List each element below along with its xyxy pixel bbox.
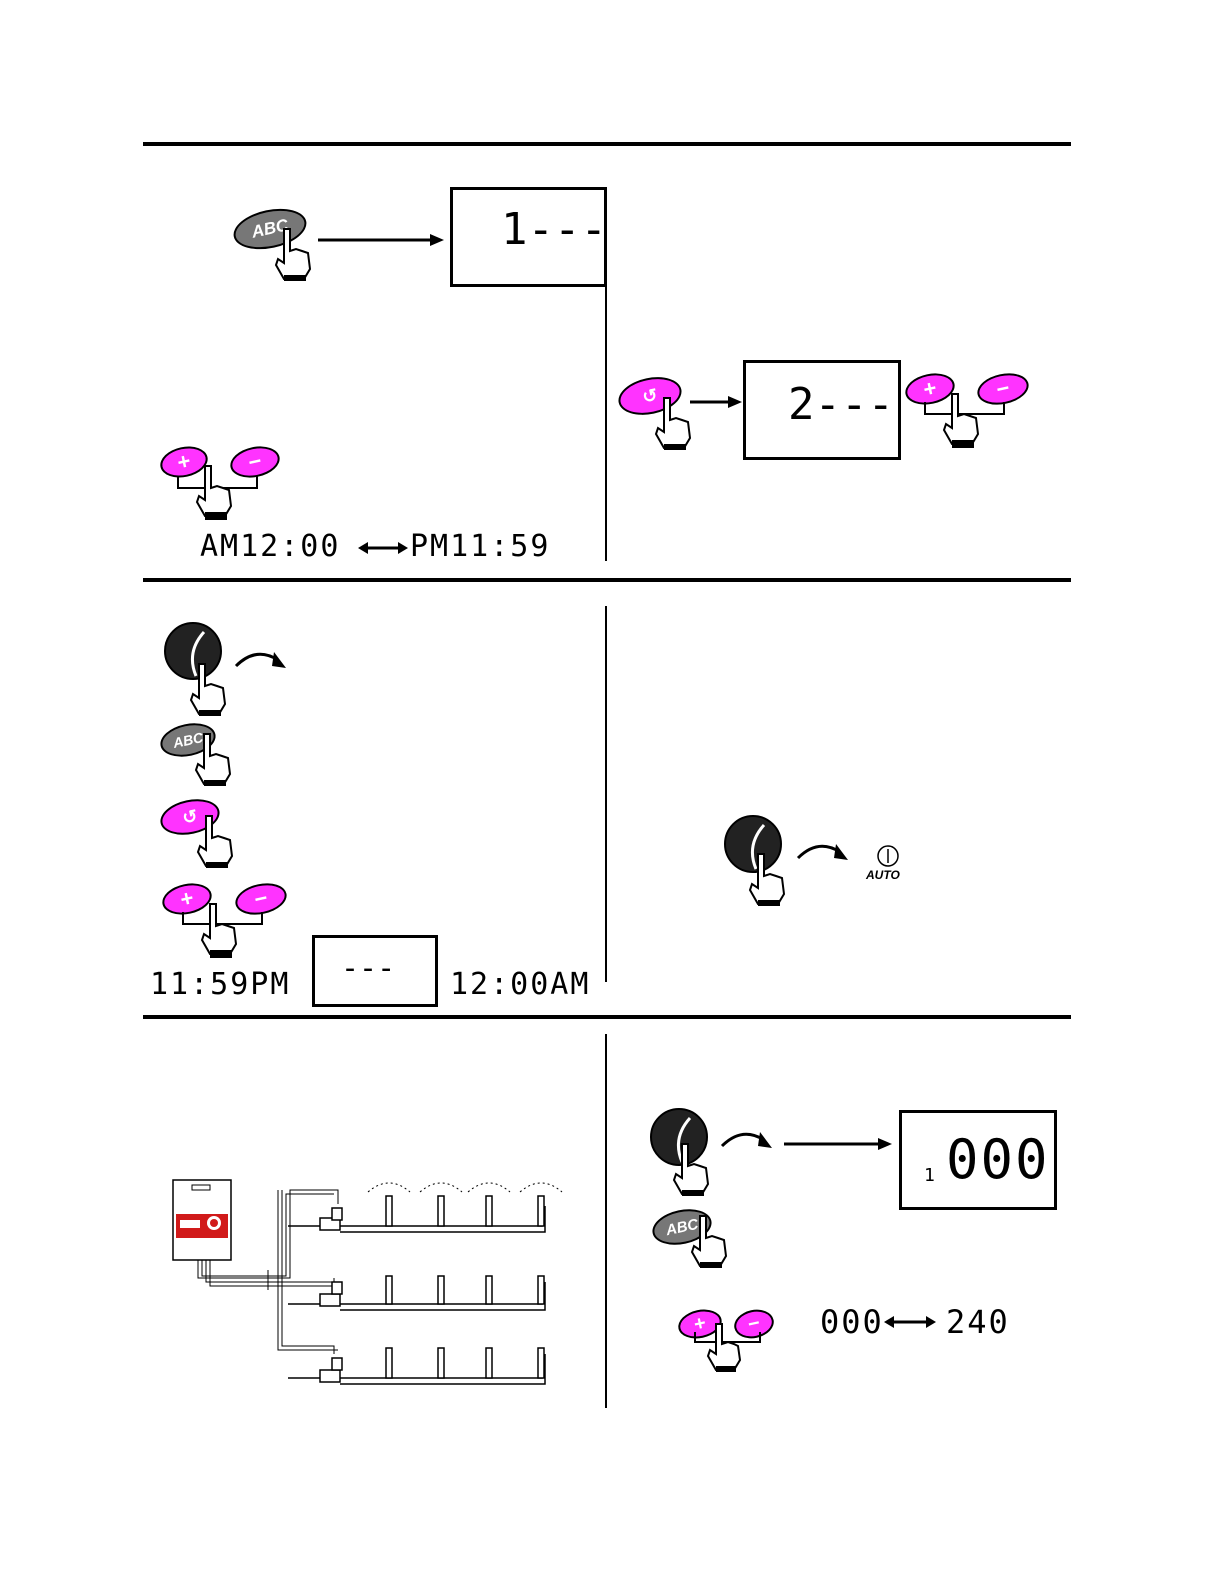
arrow-right-icon <box>690 394 742 410</box>
arrow-right-icon <box>784 1136 892 1152</box>
hand-pointer-icon <box>175 460 265 530</box>
curved-arrow-icon <box>796 840 852 868</box>
time-range-end: 12:00AM <box>450 970 590 1000</box>
value-range-start: 000 <box>820 1306 884 1338</box>
double-arrow-icon <box>358 540 408 556</box>
hand-pointer-icon <box>744 850 794 910</box>
lcd-display-value: 1--- <box>501 208 607 252</box>
hand-pointer-icon <box>270 225 320 285</box>
hand-pointer-icon <box>180 898 270 968</box>
lcd-display: 1 000 <box>899 1110 1057 1210</box>
hand-pointer-icon <box>922 388 1012 458</box>
curved-arrow-icon <box>234 648 290 676</box>
hand-pointer-icon <box>692 1320 772 1380</box>
hand-pointer-icon <box>190 730 240 790</box>
hand-pointer-icon <box>185 660 235 720</box>
time-range-start: 11:59PM <box>150 970 290 1000</box>
lcd-display-value: 000 <box>946 1133 1050 1187</box>
wiring-diagram <box>150 1170 590 1400</box>
value-range-end: 240 <box>946 1306 1010 1338</box>
lcd-display: 2--- <box>743 360 901 460</box>
lcd-display: --- <box>312 935 438 1007</box>
time-range-end: PM11:59 <box>410 532 550 562</box>
hand-pointer-icon <box>686 1212 736 1272</box>
double-arrow-icon <box>884 1314 936 1330</box>
section-rule-bottom <box>143 1015 1071 1019</box>
time-range-start: AM12:00 <box>200 532 340 562</box>
hand-pointer-icon <box>192 812 242 872</box>
auto-mode-label: AUTO <box>866 868 900 882</box>
lcd-zone-number: 1 <box>924 1167 935 1185</box>
curved-arrow-icon <box>720 1128 776 1156</box>
lcd-display-value: --- <box>341 954 395 984</box>
column-divider-middle <box>605 606 607 982</box>
section-rule-middle <box>143 578 1071 582</box>
arrow-right-icon <box>318 232 448 248</box>
column-divider-bottom <box>605 1034 607 1408</box>
lcd-display: 1--- <box>450 187 607 287</box>
hand-pointer-icon <box>668 1140 718 1200</box>
section-rule-top <box>143 142 1071 146</box>
lcd-display-value: 2--- <box>788 383 894 427</box>
auto-mode-icon <box>876 844 900 868</box>
